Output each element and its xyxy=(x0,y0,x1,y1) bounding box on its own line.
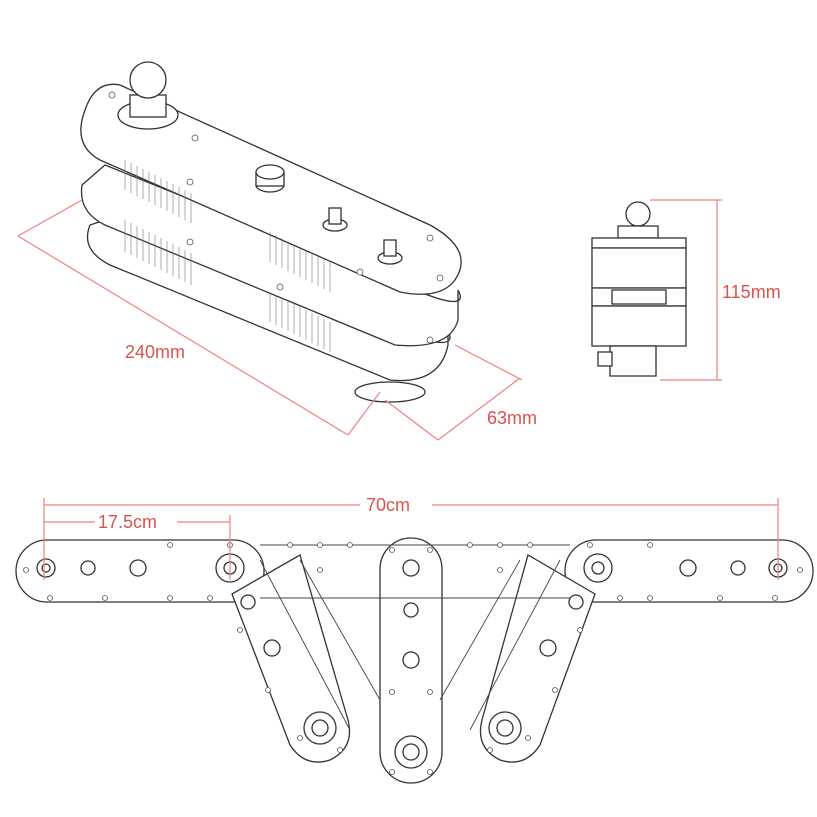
cooling-fins-lower xyxy=(124,220,331,352)
frame-screws xyxy=(23,542,803,775)
screw-mount-2 xyxy=(377,239,403,265)
slider-isometric-view xyxy=(80,61,462,403)
length-label: 240mm xyxy=(125,342,185,362)
slider-side-view xyxy=(591,201,687,377)
span-total-label: 70cm xyxy=(366,495,410,515)
screw-mount-1 xyxy=(322,207,348,232)
plate-screws xyxy=(108,91,444,344)
height-dimension: 115mm xyxy=(650,199,781,381)
length-dimension: 240mm xyxy=(17,199,381,436)
span-half-label: 17.5cm xyxy=(98,512,157,532)
depth-label: 63mm xyxy=(487,408,537,428)
cooling-fins-upper xyxy=(124,160,331,292)
span-half-dimension: 17.5cm xyxy=(44,510,231,580)
span-total-dimension: 70cm xyxy=(43,492,779,580)
bottom-foot xyxy=(354,381,426,403)
extended-top-view xyxy=(15,537,814,784)
height-label: 115mm xyxy=(722,282,781,302)
ball-head xyxy=(117,61,179,130)
depth-dimension: 63mm xyxy=(384,344,537,441)
control-knob xyxy=(255,164,285,193)
